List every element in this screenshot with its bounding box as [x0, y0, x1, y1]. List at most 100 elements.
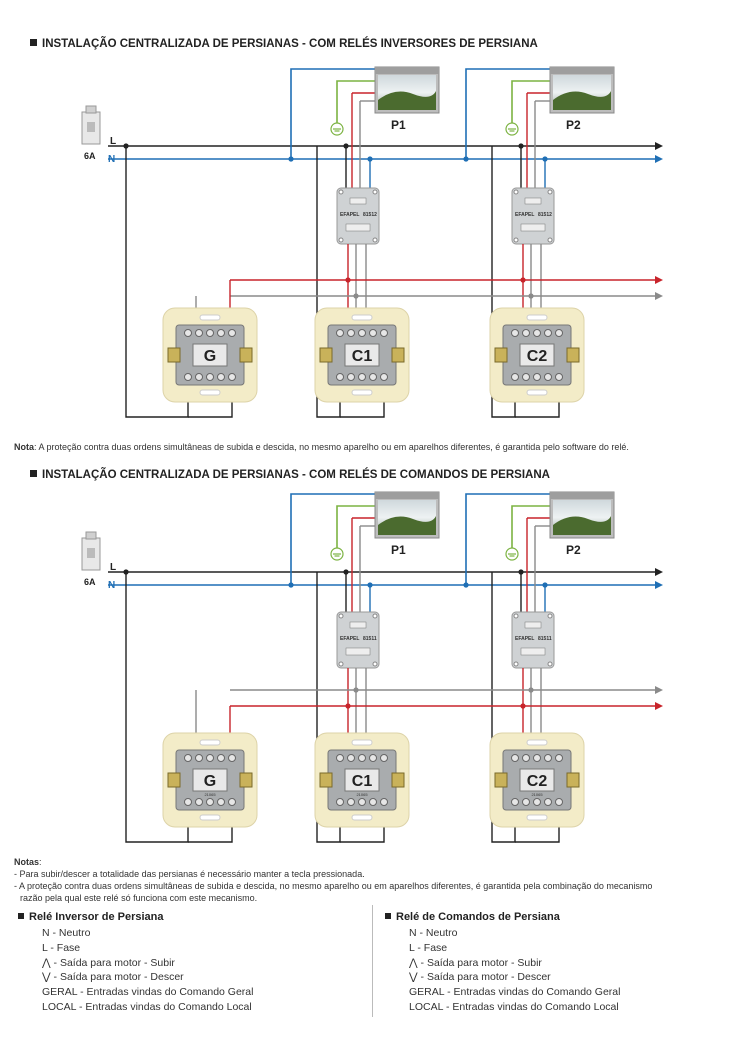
switch-label: C1	[352, 348, 373, 365]
breaker-rating: 6A	[84, 151, 96, 161]
arrow-icon	[655, 292, 663, 300]
legend-item: N - Neutro	[409, 927, 458, 939]
note-text: : A proteção contra duas ordens simultân…	[34, 442, 629, 452]
arrow-icon	[655, 581, 663, 589]
plate-slot	[526, 814, 548, 821]
terminal-screw	[195, 798, 203, 806]
claw-icon	[239, 772, 253, 788]
note-label: Nota	[14, 442, 34, 452]
terminal-screw	[184, 754, 192, 762]
switch-model: 21065	[204, 792, 216, 797]
junction-dot	[367, 582, 373, 588]
relay-model: 81511	[363, 636, 377, 642]
switch-label: G	[204, 348, 216, 365]
terminal-screw	[522, 754, 530, 762]
screw-icon	[513, 613, 519, 619]
plate-slot	[351, 314, 373, 321]
screw-icon	[338, 661, 344, 667]
terminal-screw	[206, 798, 214, 806]
note-line: - Para subir/descer a totalidade das per…	[14, 869, 365, 879]
switch-model: 21065	[356, 792, 368, 797]
terminal-screw	[228, 798, 236, 806]
terminal-screw	[217, 754, 225, 762]
relay-brand: EFAPEL	[340, 212, 359, 218]
claw-icon	[239, 347, 253, 363]
claw-icon	[319, 772, 333, 788]
legend-item: ⋀ - Saída para motor - Subir	[409, 956, 542, 969]
plate-slot	[199, 389, 221, 396]
section1-heading: INSTALAÇÃO CENTRALIZADA DE PERSIANAS - C…	[30, 38, 538, 50]
breaker-top	[85, 531, 97, 540]
arrow-icon	[655, 568, 663, 576]
bullet-square-icon	[30, 470, 37, 477]
screw-icon	[338, 613, 344, 619]
terminal-screw	[511, 373, 519, 381]
terminal-screw	[206, 373, 214, 381]
legend-title: Relé de Comandos de Persiana	[396, 911, 560, 923]
blind-box	[375, 492, 439, 499]
breaker-lever	[87, 548, 95, 558]
junction-dot	[343, 569, 349, 575]
arrow-icon	[655, 142, 663, 150]
terminal-screw	[522, 329, 530, 337]
claw-icon	[167, 347, 181, 363]
relay-model: 81511	[538, 636, 552, 642]
terminal-screw	[358, 798, 366, 806]
terminal-screw	[228, 754, 236, 762]
switch-label-box	[344, 343, 380, 367]
terminal-screw	[544, 329, 552, 337]
terminal-screw	[380, 329, 388, 337]
relay-terminal-label	[524, 621, 542, 629]
terminal-screw	[555, 798, 563, 806]
plate-slot	[199, 314, 221, 321]
line-L-label: L	[110, 562, 116, 573]
legend-command-relay: Relé de Comandos de Persiana N - Neutro …	[385, 911, 620, 1015]
plate-slot	[526, 739, 548, 746]
screw-icon	[513, 237, 519, 243]
terminal-screw	[533, 373, 541, 381]
legend-inverter-relay: Relé Inversor de Persiana N - Neutro L -…	[18, 911, 253, 1015]
claw-icon	[566, 347, 580, 363]
terminal-screw	[380, 373, 388, 381]
terminal-screw	[369, 754, 377, 762]
claw-icon	[319, 347, 333, 363]
landscape-hill	[553, 516, 611, 535]
legend-item: L - Fase	[409, 941, 448, 954]
screw-icon	[372, 189, 378, 195]
legend-title: Relé Inversor de Persiana	[29, 911, 164, 923]
landscape-hill	[378, 91, 436, 110]
legend-divider	[372, 905, 373, 1017]
legend-item: ⋀ - Saída para motor - Subir	[42, 956, 175, 969]
note-line: razão pela qual este relé só funciona co…	[20, 893, 258, 903]
breaker-rating: 6A	[84, 577, 96, 587]
neutral-to-blind	[465, 68, 550, 159]
earth-wire	[511, 505, 550, 548]
claw-icon	[391, 347, 405, 363]
plate-slot	[351, 389, 373, 396]
terminal-screw	[228, 373, 236, 381]
switch-label-box	[344, 768, 380, 792]
junction-dot	[463, 582, 469, 588]
relay-brand: EFAPEL	[340, 636, 359, 642]
section2-notes: Notas: - Para subir/descer a totalidade …	[14, 856, 652, 904]
switch-label-box	[519, 343, 555, 367]
junction-dot	[288, 156, 294, 162]
junction-dot	[123, 143, 129, 149]
terminal-screw	[522, 373, 530, 381]
terminal-screw	[336, 754, 344, 762]
terminal-screw	[184, 329, 192, 337]
claw-icon	[494, 772, 508, 788]
blind-box	[550, 492, 614, 499]
terminal-screw	[511, 798, 519, 806]
earth-wire	[336, 80, 375, 123]
junction-dot	[518, 143, 524, 149]
earth-wire	[336, 505, 375, 548]
section2-heading-text: INSTALAÇÃO CENTRALIZADA DE PERSIANAS - C…	[42, 469, 550, 481]
legend-item: ⋁ - Saída para motor - Descer	[42, 971, 184, 984]
terminal-screw	[195, 754, 203, 762]
note-line: - A proteção contra duas ordens simultân…	[14, 881, 653, 891]
terminal-screw	[184, 373, 192, 381]
legend-item: N - Neutro	[42, 927, 91, 939]
legend-item: LOCAL - Entradas vindas do Comando Local	[409, 1000, 619, 1013]
terminal-screw	[217, 798, 225, 806]
